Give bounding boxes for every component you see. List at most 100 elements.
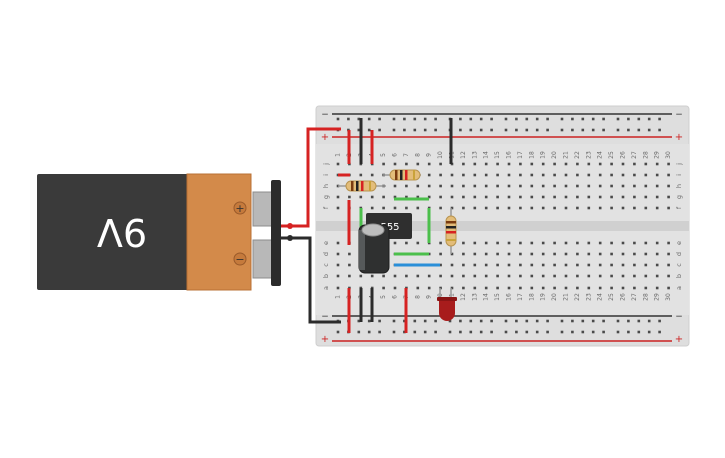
rail-hole[interactable] (479, 330, 483, 334)
breadboard-hole[interactable] (405, 195, 408, 199)
breadboard-hole[interactable] (336, 274, 340, 278)
rail-hole[interactable] (627, 319, 630, 323)
breadboard-hole[interactable] (405, 241, 408, 245)
breadboard-hole[interactable] (427, 286, 431, 290)
breadboard-hole[interactable] (439, 241, 442, 245)
breadboard-hole[interactable] (439, 263, 442, 267)
breadboard-hole[interactable] (336, 195, 340, 199)
breadboard-hole[interactable] (439, 173, 442, 177)
breadboard-hole[interactable] (462, 241, 465, 245)
breadboard-hole[interactable] (576, 241, 579, 245)
rail-hole[interactable] (658, 128, 661, 132)
rail-hole[interactable] (403, 319, 406, 323)
breadboard-hole[interactable] (541, 162, 545, 166)
breadboard-hole[interactable] (496, 241, 499, 245)
breadboard-hole[interactable] (667, 286, 670, 290)
rail-hole[interactable] (616, 128, 620, 132)
rail-hole[interactable] (571, 319, 574, 323)
rail-hole[interactable] (392, 128, 396, 132)
breadboard-hole[interactable] (644, 184, 648, 188)
breadboard-hole[interactable] (553, 206, 556, 210)
breadboard-hole[interactable] (462, 195, 465, 199)
battery-9v[interactable]: 9V + − (37, 173, 281, 291)
breadboard-hole[interactable] (587, 184, 591, 188)
breadboard-hole[interactable] (393, 206, 397, 210)
breadboard-hole[interactable] (462, 173, 465, 177)
breadboard-hole[interactable] (598, 206, 602, 210)
rail-hole[interactable] (525, 128, 529, 132)
breadboard-hole[interactable] (633, 286, 636, 290)
breadboard-hole[interactable] (462, 252, 465, 256)
breadboard-hole[interactable] (633, 184, 636, 188)
rail-hole[interactable] (367, 117, 371, 121)
breadboard-hole[interactable] (439, 162, 442, 166)
rail-hole[interactable] (403, 330, 406, 334)
breadboard-hole[interactable] (473, 286, 477, 290)
breadboard-hole[interactable] (541, 274, 545, 278)
breadboard-hole[interactable] (633, 252, 636, 256)
breadboard-hole[interactable] (541, 263, 545, 267)
breadboard-hole[interactable] (336, 252, 340, 256)
breadboard-hole[interactable] (439, 184, 442, 188)
resistor-3[interactable] (445, 208, 457, 254)
rail-hole[interactable] (413, 117, 417, 121)
breadboard-hole[interactable] (519, 162, 522, 166)
breadboard-hole[interactable] (644, 274, 648, 278)
rail-hole[interactable] (515, 330, 518, 334)
breadboard-hole[interactable] (667, 206, 670, 210)
breadboard-hole[interactable] (610, 184, 613, 188)
breadboard-hole[interactable] (576, 274, 579, 278)
breadboard-hole[interactable] (587, 274, 591, 278)
breadboard-hole[interactable] (519, 184, 522, 188)
breadboard-hole[interactable] (655, 173, 659, 177)
rail-hole[interactable] (581, 128, 585, 132)
breadboard-hole[interactable] (644, 286, 648, 290)
breadboard-hole[interactable] (484, 241, 488, 245)
rail-hole[interactable] (423, 117, 427, 121)
breadboard-hole[interactable] (507, 195, 511, 199)
breadboard-hole[interactable] (564, 274, 568, 278)
breadboard-hole[interactable] (621, 286, 625, 290)
breadboard-hole[interactable] (553, 286, 556, 290)
breadboard-hole[interactable] (450, 184, 454, 188)
breadboard-hole[interactable] (336, 241, 340, 245)
breadboard-hole[interactable] (393, 274, 397, 278)
breadboard-hole[interactable] (553, 241, 556, 245)
breadboard-hole[interactable] (496, 274, 499, 278)
breadboard-hole[interactable] (450, 274, 454, 278)
breadboard-hole[interactable] (667, 162, 670, 166)
rail-hole[interactable] (647, 128, 651, 132)
rail-hole[interactable] (469, 117, 473, 121)
rail-hole[interactable] (647, 330, 651, 334)
rail-hole[interactable] (515, 319, 518, 323)
breadboard-hole[interactable] (393, 184, 397, 188)
breadboard-hole[interactable] (564, 252, 568, 256)
breadboard-hole[interactable] (530, 173, 534, 177)
rail-hole[interactable] (378, 117, 381, 121)
breadboard-hole[interactable] (621, 206, 625, 210)
rail-hole[interactable] (658, 330, 661, 334)
rail-hole[interactable] (591, 330, 595, 334)
breadboard-hole[interactable] (507, 162, 511, 166)
breadboard-hole[interactable] (416, 241, 420, 245)
rail-hole[interactable] (571, 128, 574, 132)
breadboard-hole[interactable] (439, 252, 442, 256)
breadboard-hole[interactable] (553, 274, 556, 278)
breadboard-hole[interactable] (439, 206, 442, 210)
rail-hole[interactable] (504, 117, 508, 121)
rail-hole[interactable] (515, 117, 518, 121)
breadboard-hole[interactable] (370, 195, 374, 199)
rail-hole[interactable] (602, 330, 605, 334)
breadboard-hole[interactable] (564, 286, 568, 290)
breadboard-hole[interactable] (576, 173, 579, 177)
rail-hole[interactable] (413, 128, 417, 132)
breadboard-hole[interactable] (484, 162, 488, 166)
breadboard-hole[interactable] (462, 286, 465, 290)
rail-hole[interactable] (602, 128, 605, 132)
rail-hole[interactable] (525, 319, 529, 323)
breadboard-hole[interactable] (484, 274, 488, 278)
breadboard-hole[interactable] (450, 286, 454, 290)
rail-hole[interactable] (434, 319, 437, 323)
rail-hole[interactable] (336, 117, 340, 121)
breadboard-hole[interactable] (644, 162, 648, 166)
